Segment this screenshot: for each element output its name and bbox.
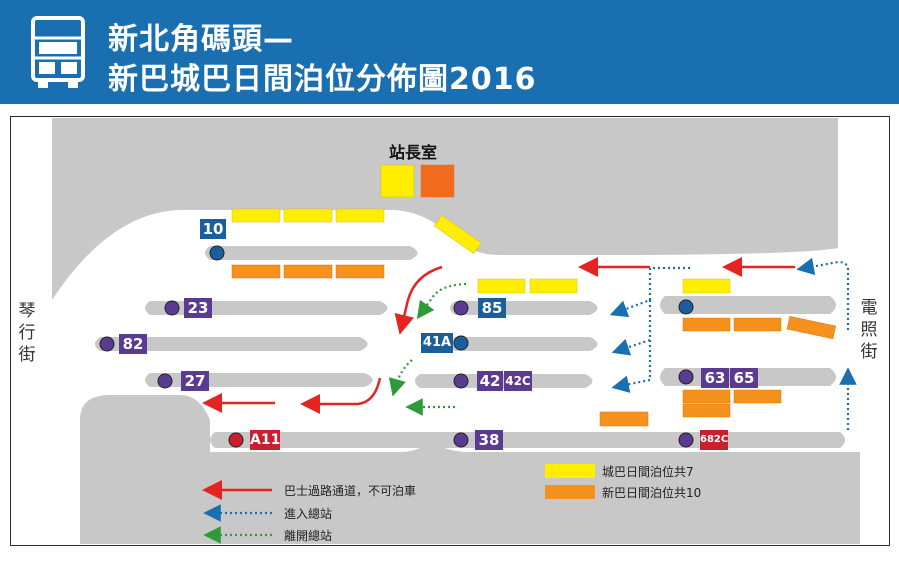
- blue-arrows: [609, 257, 857, 430]
- route-badge-42: 42: [477, 371, 503, 391]
- route-badge-85: 85: [478, 298, 506, 318]
- route-badge-65: 65: [730, 368, 758, 388]
- legend-blue-text: 進入總站: [284, 507, 333, 521]
- legend-citybus-text: 城巴日間泊位共7: [602, 465, 694, 479]
- route-badge-42c: 42C: [504, 371, 532, 391]
- legend-citybus-swatch: [545, 464, 595, 478]
- red-arrows: [202, 257, 795, 414]
- platform-27: [145, 373, 373, 387]
- legend-green-text: 離開總站: [284, 529, 333, 543]
- right-street-label: 電照街: [860, 298, 878, 362]
- legend-nwfb-swatch: [545, 485, 595, 499]
- route-badge-682c: 682C: [700, 430, 728, 450]
- nwfb-bays: [231, 164, 837, 427]
- platform-23: [145, 301, 388, 315]
- route-badge-23: 23: [184, 298, 212, 318]
- route-badge-a11: A11: [250, 430, 281, 450]
- platform-82: [95, 337, 368, 351]
- building-bottom: [80, 395, 860, 544]
- platform-right-top: [660, 296, 836, 314]
- bus-icon: [31, 16, 85, 88]
- route-badge-63: 63: [701, 368, 729, 388]
- title-line-1: 新北角碼頭—: [108, 22, 294, 57]
- platform-10: [205, 246, 418, 260]
- platform-85: [450, 301, 598, 315]
- legend-red-text: 巴士過路通道，不可泊車: [284, 484, 417, 498]
- route-badge-41a: 41A: [421, 333, 453, 353]
- stop-dots: [99, 245, 694, 448]
- platform-a11: [210, 432, 845, 448]
- route-badge-27: 27: [181, 371, 209, 391]
- platform-41a: [450, 337, 598, 351]
- left-street-label: 琴行街: [18, 301, 36, 365]
- route-badge-10: 10: [200, 219, 226, 239]
- legend-nwfb-text: 新巴日間泊位共10: [602, 486, 702, 500]
- title-line-2: 新巴城巴日間泊位分佈圖2016: [108, 62, 537, 97]
- citybus-bays: [231, 164, 731, 294]
- station-office-label: 站長室: [389, 143, 438, 162]
- route-badge-82: 82: [119, 334, 147, 354]
- header-bar: 新北角碼頭— 新巴城巴日間泊位分佈圖2016: [0, 0, 899, 104]
- building-top: [52, 118, 838, 300]
- route-badge-38: 38: [475, 430, 503, 450]
- green-arrows: [388, 282, 467, 416]
